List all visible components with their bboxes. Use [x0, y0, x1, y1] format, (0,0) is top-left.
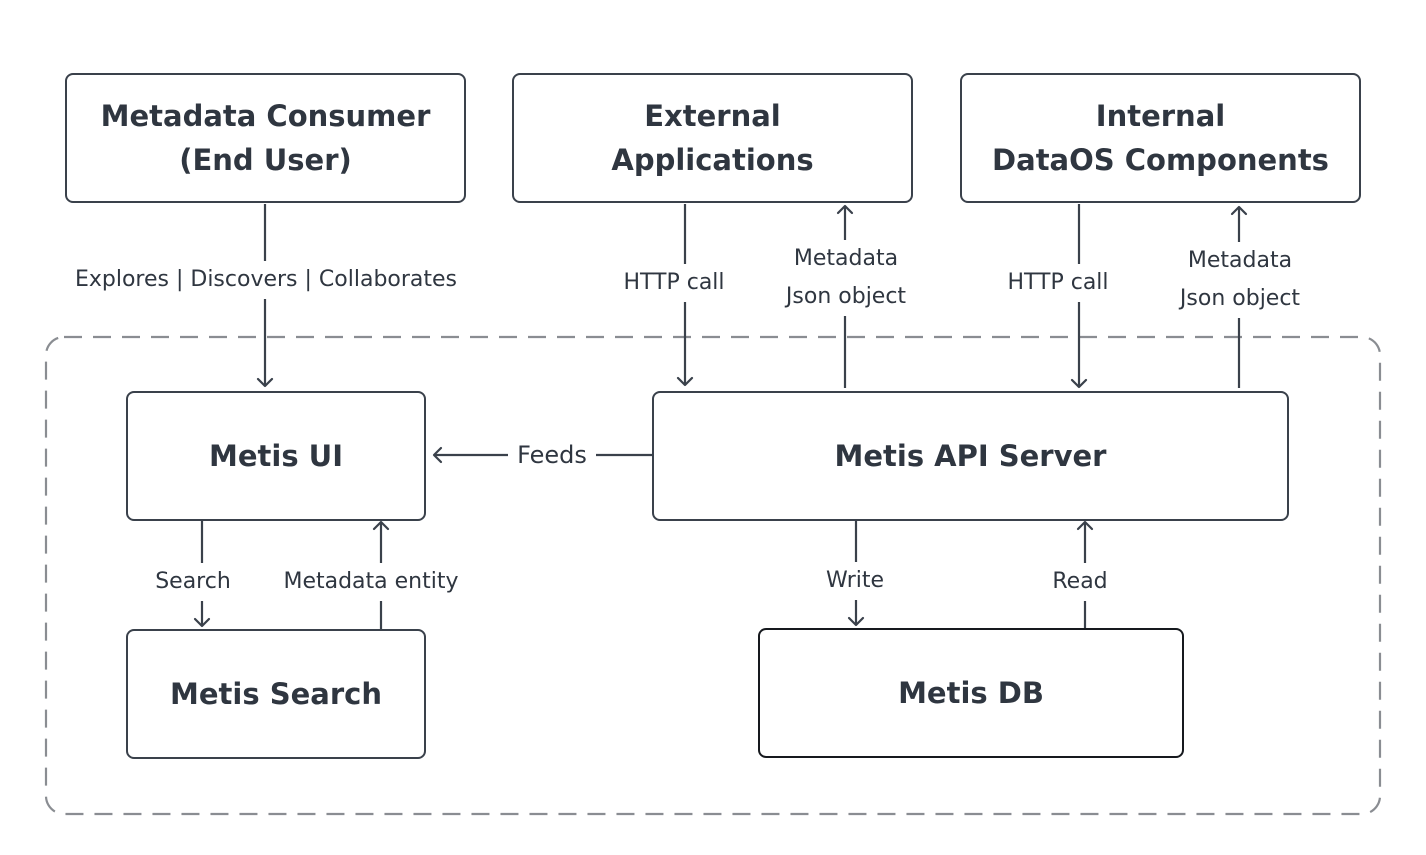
node-metis-api-server-label: Metis API Server	[834, 439, 1107, 473]
node-metis-ui: Metis UI	[126, 391, 426, 521]
node-external-applications-line2: Applications	[611, 143, 814, 177]
label-search: Search	[150, 563, 236, 601]
label-metadata-entity-text: Metadata entity	[283, 569, 459, 594]
label-read-text: Read	[1052, 569, 1108, 594]
label-external-return-line2: Json object	[785, 284, 907, 309]
node-metadata-consumer: Metadata Consumer (End User)	[65, 73, 466, 203]
node-metadata-consumer-line2: (End User)	[179, 143, 352, 177]
node-internal-components-line2: DataOS Components	[992, 143, 1329, 177]
label-write-text: Write	[825, 568, 885, 593]
node-external-applications: External Applications	[512, 73, 913, 203]
node-internal-components: Internal DataOS Components	[960, 73, 1361, 203]
label-feeds-text: Feeds	[517, 441, 587, 469]
label-internal-http-call-text: HTTP call	[1007, 270, 1109, 295]
label-search-text: Search	[155, 569, 231, 594]
metis-system-boundary	[44, 335, 1382, 816]
node-metis-db: Metis DB	[758, 628, 1184, 758]
label-internal-http-call: HTTP call	[996, 264, 1120, 302]
label-internal-return-line1: Metadata	[1187, 248, 1293, 273]
label-external-http-call-text: HTTP call	[623, 270, 725, 295]
label-feeds: Feeds	[508, 436, 596, 474]
label-internal-json-return: Metadata Json object	[1167, 242, 1313, 318]
label-internal-return-line2: Json object	[1179, 286, 1301, 311]
label-external-http-call: HTTP call	[612, 264, 736, 302]
label-metadata-entity: Metadata entity	[276, 563, 466, 601]
label-external-json-return: Metadata Json object	[773, 240, 919, 316]
node-internal-components-line1: Internal	[1095, 99, 1226, 133]
node-metis-search: Metis Search	[126, 629, 426, 759]
node-metis-db-label: Metis DB	[898, 676, 1044, 710]
node-metadata-consumer-line1: Metadata Consumer	[100, 99, 431, 133]
node-external-applications-line1: External	[644, 99, 781, 133]
label-explores-discovers-collaborates: Explores | Discovers | Collaborates	[70, 261, 462, 299]
label-external-return-line1: Metadata	[793, 246, 899, 271]
node-metis-ui-label: Metis UI	[208, 439, 344, 473]
node-metis-search-label: Metis Search	[170, 677, 382, 711]
label-read: Read	[1049, 563, 1111, 601]
label-write: Write	[818, 562, 892, 600]
label-consumer-to-ui-text: Explores | Discovers | Collaborates	[74, 267, 458, 292]
node-metis-api-server: Metis API Server	[652, 391, 1289, 521]
